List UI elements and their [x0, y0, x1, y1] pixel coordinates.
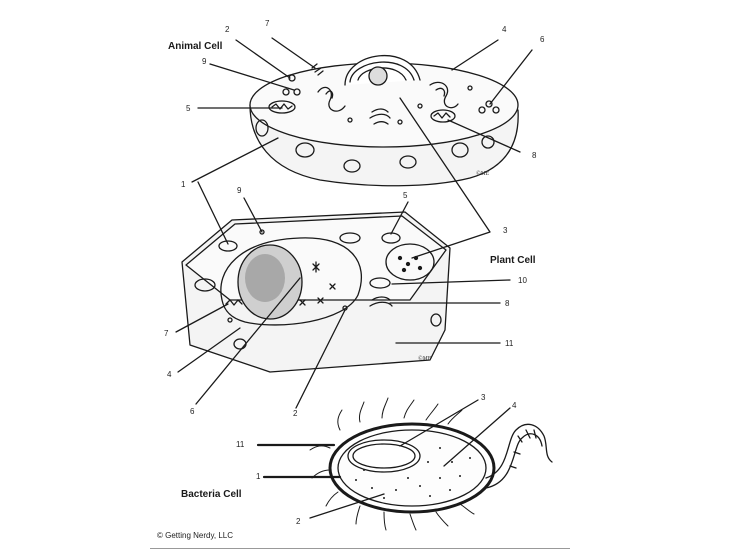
plant-label: 3 — [503, 226, 508, 235]
bacteria-label: 3 — [481, 393, 486, 402]
plant-label: 7 — [164, 329, 169, 338]
animal-cell-drawing — [249, 55, 519, 187]
plant-label: 5 — [403, 191, 408, 200]
animal-cell-title: Animal Cell — [168, 41, 223, 52]
artist-signature: ©ME — [418, 356, 432, 362]
bacteria-label: 11 — [236, 440, 245, 449]
plant-cell-drawing — [181, 211, 451, 373]
bacteria-label: 1 — [256, 472, 261, 481]
artist-signature: ©ME — [476, 171, 490, 177]
plant-label: 10 — [518, 276, 527, 285]
animal-label: 7 — [265, 19, 270, 28]
copyright-credit: © Getting Nerdy, LLC — [157, 531, 233, 540]
plant-label: 11 — [505, 339, 514, 348]
animal-label: 2 — [225, 25, 230, 34]
plant-label: 4 — [167, 370, 172, 379]
bacteria-cell-title: Bacteria Cell — [181, 489, 242, 500]
animal-label: 8 — [532, 151, 537, 160]
label-leader-lines — [175, 37, 533, 519]
plant-label: 6 — [190, 407, 195, 416]
plant-label: 8 — [505, 299, 510, 308]
bacteria-label: 2 — [296, 517, 301, 526]
animal-label: 5 — [186, 104, 191, 113]
plant-label: 9 — [237, 186, 242, 195]
plant-cell-title: Plant Cell — [490, 255, 536, 266]
animal-label: 9 — [202, 57, 207, 66]
animal-label: 6 — [540, 35, 545, 44]
bacteria-label: 4 — [512, 401, 517, 410]
animal-label: 1 — [181, 180, 186, 189]
animal-label: 4 — [502, 25, 507, 34]
plant-label: 2 — [293, 409, 298, 418]
bottom-divider — [150, 548, 570, 549]
bacteria-cell-drawing — [309, 397, 553, 531]
